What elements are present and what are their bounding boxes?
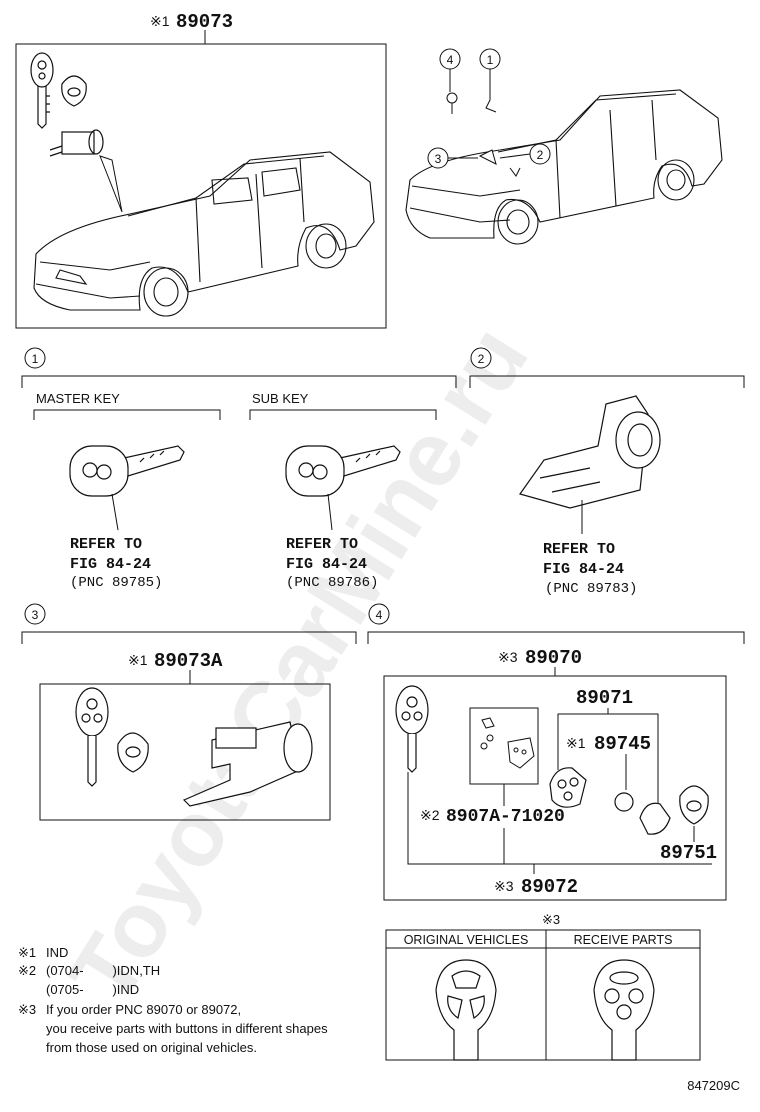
kit-box-89073A bbox=[39, 683, 331, 821]
key-icon-3 bbox=[75, 687, 109, 787]
section-1-number[interactable]: 1 bbox=[32, 352, 39, 366]
master-key-ref-line1: REFER TO bbox=[70, 536, 142, 553]
callout-4[interactable]: 4 bbox=[447, 53, 454, 67]
note-3-line1: If you order PNC 89070 or 89072, bbox=[46, 1002, 241, 1017]
key-icon-4 bbox=[395, 685, 429, 773]
section-4-top-mark: ※3 bbox=[498, 649, 518, 665]
part-89073A[interactable]: 89073A bbox=[154, 650, 223, 672]
part-89072[interactable]: 89072 bbox=[521, 876, 578, 898]
vehicle-illustration-callouts bbox=[405, 89, 723, 245]
remote-transmitter-icon bbox=[61, 75, 87, 107]
master-key-ref-line3: (PNC 89785) bbox=[70, 575, 162, 591]
housing-ref-line1: REFER TO bbox=[543, 541, 615, 558]
part-89745[interactable]: 89745 bbox=[594, 733, 651, 755]
comparison-mark: ※3 bbox=[542, 912, 560, 927]
diagram-code: 847209C bbox=[687, 1078, 740, 1093]
callout-1[interactable]: 1 bbox=[487, 53, 494, 67]
mark-89745: ※1 bbox=[566, 735, 586, 751]
receive-key-head-icon bbox=[593, 959, 655, 1061]
master-key-label: MASTER KEY bbox=[36, 391, 120, 406]
housing-ref-line3: (PNC 89783) bbox=[545, 581, 637, 597]
sub-key-icon bbox=[285, 445, 401, 497]
main-part-number[interactable]: 89073 bbox=[176, 11, 233, 33]
sub-key-ref-line1: REFER TO bbox=[286, 536, 358, 553]
part-89071[interactable]: 89071 bbox=[576, 687, 633, 709]
vehicle-illustration bbox=[33, 151, 375, 317]
master-key-ref-line2: FIG 84-24 bbox=[70, 556, 151, 573]
key-icon bbox=[30, 52, 54, 129]
battery-icon bbox=[614, 792, 634, 812]
housing-ref-line2: FIG 84-24 bbox=[543, 561, 624, 578]
case-icon bbox=[639, 802, 671, 835]
note-2-line1: (0704- )IDN,TH bbox=[46, 963, 160, 978]
watermark: ToyotaCarMine.ru bbox=[50, 309, 547, 1021]
button-pad-icon bbox=[549, 767, 587, 808]
part-8907A-71020[interactable]: 8907A-71020 bbox=[446, 807, 565, 827]
sub-key-ref-line3: (PNC 89786) bbox=[286, 575, 378, 591]
master-key-icon bbox=[69, 445, 185, 497]
note-3-mark: ※3 bbox=[18, 1002, 36, 1017]
section-4-bottom-mark: ※3 bbox=[494, 878, 514, 894]
col-original-vehicles: ORIGINAL VEHICLES bbox=[404, 933, 529, 947]
kit-box-89070 bbox=[383, 675, 727, 901]
section-3-number[interactable]: 3 bbox=[32, 608, 39, 622]
comparison-table: ORIGINAL VEHICLES RECEIVE PARTS bbox=[385, 929, 701, 1061]
note-3-line2: you receive parts with buttons in differ… bbox=[46, 1021, 328, 1036]
sub-key-label: SUB KEY bbox=[252, 391, 309, 406]
kit-box-89073 bbox=[15, 43, 387, 329]
callout-3[interactable]: 3 bbox=[435, 152, 442, 166]
note-2-mark: ※2 bbox=[18, 963, 36, 978]
section-4-number[interactable]: 4 bbox=[376, 608, 383, 622]
ignition-cylinder-icon-3 bbox=[182, 721, 313, 807]
ignition-key-part-icon bbox=[446, 92, 458, 114]
note-3-line3: from those used on original vehicles. bbox=[46, 1040, 257, 1055]
mark-8907a: ※2 bbox=[420, 807, 440, 823]
small-parts-icon bbox=[480, 717, 535, 769]
section-3-mark: ※1 bbox=[128, 652, 148, 668]
main-mark: ※1 bbox=[150, 13, 170, 29]
footnotes: ※1 IND ※2 (0704- )IDN,TH (0705- )IND ※3 … bbox=[18, 945, 328, 1055]
note-2-line2: (0705- )IND bbox=[46, 982, 139, 997]
ignition-cylinder-icon bbox=[49, 129, 104, 157]
part-89070[interactable]: 89070 bbox=[525, 647, 582, 669]
note-1-text: IND bbox=[46, 945, 68, 960]
ignition-cylinder-housing-icon bbox=[519, 395, 661, 509]
section-2-number[interactable]: 2 bbox=[478, 352, 485, 366]
part-89751[interactable]: 89751 bbox=[660, 842, 717, 864]
callout-2[interactable]: 2 bbox=[537, 148, 544, 162]
col-receive-parts: RECEIVE PARTS bbox=[574, 933, 673, 947]
note-1-mark: ※1 bbox=[18, 945, 36, 960]
original-key-head-icon bbox=[435, 959, 497, 1061]
sub-key-ref-line2: FIG 84-24 bbox=[286, 556, 367, 573]
remote-transmitter-icon-4 bbox=[679, 785, 709, 825]
remote-transmitter-icon-3 bbox=[117, 732, 149, 773]
